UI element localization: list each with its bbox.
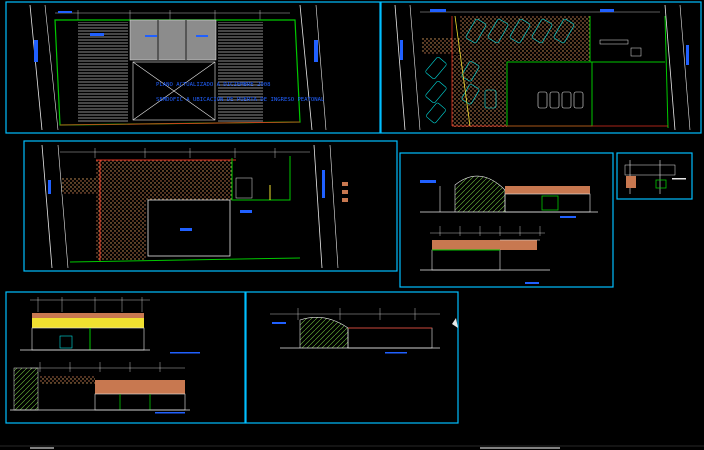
sheet-frame: [399, 152, 614, 288]
legend-swatches: [342, 182, 348, 202]
roof-right: [218, 22, 263, 122]
roof-hatch: [96, 198, 146, 260]
roof-left: [78, 22, 128, 122]
courtyard: [132, 61, 216, 121]
roof-hatch: [96, 160, 232, 200]
building-outline: [147, 199, 231, 257]
street-label: [314, 40, 318, 62]
facade-band: [432, 240, 537, 250]
sheet-elevations[interactable]: [399, 152, 614, 288]
crosshair-icon: [452, 318, 458, 328]
sheet-frame: [5, 291, 246, 424]
facade-band: [505, 186, 590, 194]
building-outline: [506, 61, 593, 127]
sheet-detail[interactable]: [616, 152, 693, 200]
roof-center: [129, 19, 217, 61]
revision-note-2: SEMDOFIC A UBICACION DE PUERTA DE INGRES…: [156, 97, 325, 103]
facade-outline: [31, 327, 145, 351]
curved-canopy: [454, 175, 506, 212]
sheet-section[interactable]: [245, 291, 459, 424]
sheet-frame: [5, 1, 381, 134]
canopy-band: [32, 318, 144, 328]
paved-area: [460, 16, 590, 61]
property-line: [29, 4, 43, 131]
axis-ticks: [77, 10, 261, 20]
parking-cars: [425, 18, 584, 124]
facade-band: [95, 380, 185, 394]
sheet-frame: [616, 152, 693, 200]
street-label: [34, 40, 38, 62]
sheet-site-plan[interactable]: PLANO ACTUALIZADO A DICIEMBRE 2008 SEMDO…: [5, 1, 381, 134]
revision-note-1: PLANO ACTUALIZADO A DICIEMBRE 2008: [156, 82, 271, 88]
sheet-frame: [245, 291, 459, 424]
paved-area: [452, 55, 507, 127]
curved-canopy-section: [299, 317, 349, 348]
sheet-frame: [380, 1, 702, 134]
sheet-frame: [23, 140, 398, 272]
sheet-parking-plan[interactable]: [380, 1, 702, 134]
sheet-roof-plan[interactable]: [23, 140, 398, 272]
sheet-front-elevations[interactable]: [5, 291, 246, 424]
